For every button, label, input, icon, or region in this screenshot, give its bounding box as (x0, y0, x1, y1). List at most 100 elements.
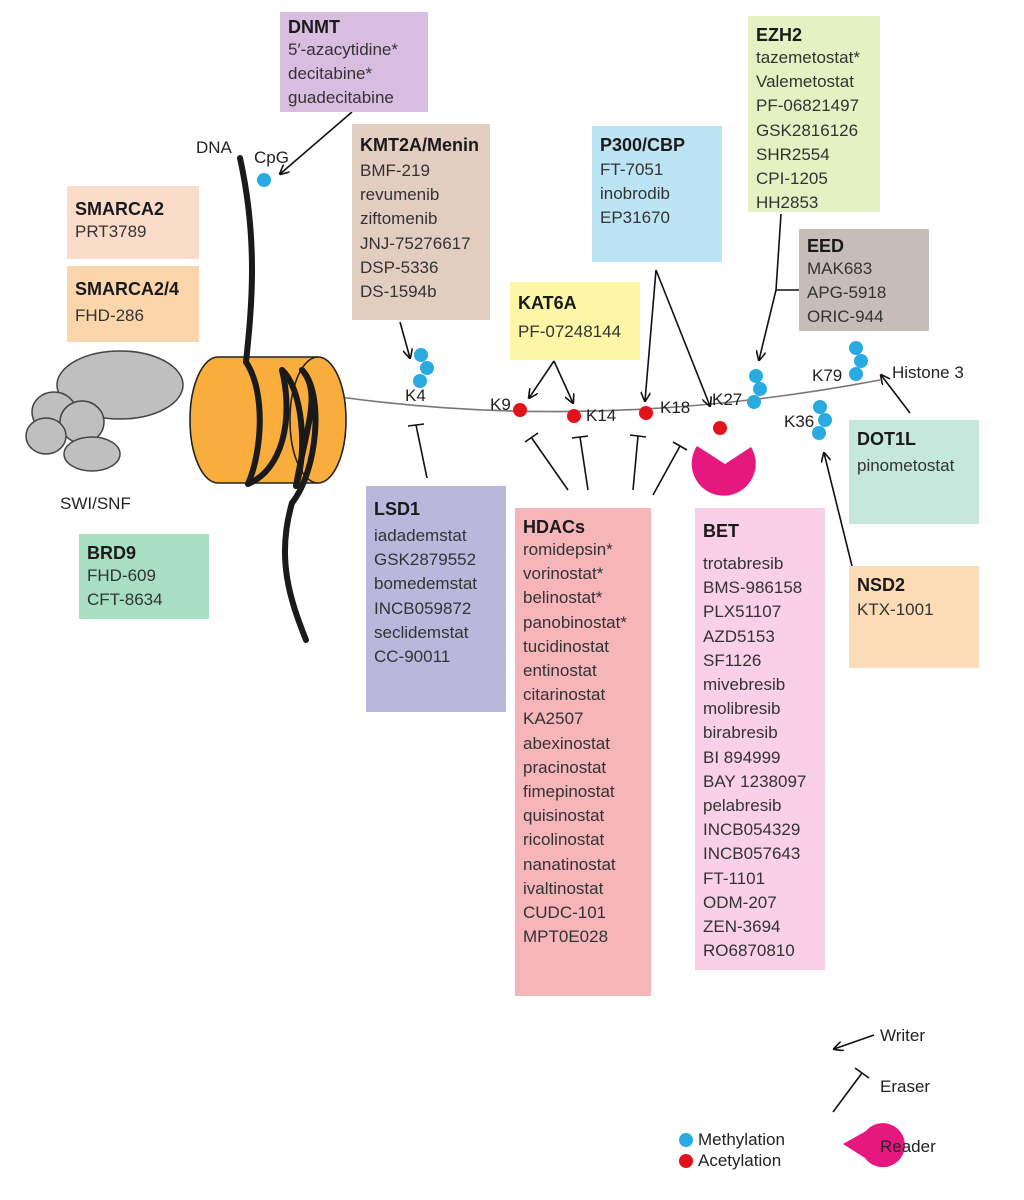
drug-item: ricolinostat (523, 830, 605, 850)
drug-item: pracinostat (523, 757, 607, 777)
drug-item: FHD-609 (87, 566, 156, 585)
dot1l-drug-list: pinometostat (857, 454, 971, 478)
drug-item: KTX-1001 (857, 600, 934, 619)
drug-item: Valemetostat (756, 72, 854, 92)
drug-item: ORIC-944 (807, 307, 884, 327)
drug-item: BMF-219 (360, 161, 430, 180)
drug-item: APG-5918 (807, 283, 887, 303)
drug-item: PLX51107 (703, 602, 782, 622)
legend-writer-label: Writer (880, 1026, 926, 1045)
kat6a-title: KAT6A (518, 293, 577, 313)
k9-label: K9 (490, 395, 511, 414)
brd9-title: BRD9 (87, 543, 137, 563)
k36-label: K36 (784, 412, 815, 431)
drug-item: BAY 1238097 (703, 771, 807, 791)
drug-item: BMS-986158 (703, 578, 803, 598)
drug-item: birabresib (703, 723, 778, 743)
drug-item: romidepsin* (523, 540, 613, 559)
drug-item: ODM-207 (703, 892, 777, 912)
drug-item: CFT-8634 (87, 590, 163, 610)
p300-title: P300/CBP (600, 135, 686, 155)
dna-label: DNA (196, 138, 232, 157)
drug-item: fimepinostat (523, 782, 615, 802)
drug-item: INCB057643 (703, 844, 801, 864)
smarca24-drug-list: FHD-286 (75, 304, 191, 328)
dot1l-title: DOT1L (857, 429, 917, 449)
drug-item: molibresib (703, 699, 781, 719)
drug-item: GSK2816126 (756, 120, 859, 140)
hdacs-box: HDACs romidepsin*vorinostat*belinostat*p… (515, 508, 651, 996)
drug-item: tazemetostat* (756, 48, 860, 67)
k4-label: K4 (405, 386, 426, 405)
k18-label: K18 (660, 398, 691, 417)
drug-item: INCB059872 (374, 598, 472, 618)
drug-item: ZEN-3694 (703, 917, 781, 937)
drug-item: guadecitabine (288, 88, 394, 108)
drug-item: FHD-286 (75, 306, 144, 325)
hdacs-drug-list: romidepsin*vorinostat*belinostat*panobin… (523, 538, 643, 949)
histone-tail (339, 379, 881, 413)
cpg-label: CpG (254, 148, 289, 167)
nsd2-title: NSD2 (857, 575, 906, 595)
drug-item: AZD5153 (703, 626, 775, 646)
drug-item: decitabine* (288, 64, 373, 84)
drug-item: SF1126 (703, 650, 762, 670)
drug-item: BI 894999 (703, 747, 781, 767)
smarca24-title: SMARCA2/4 (75, 279, 180, 299)
nsd2-box: NSD2 KTX-1001 (849, 566, 979, 668)
k79-label: K79 (812, 366, 843, 385)
kat6a-drug-list: PF-07248144 (518, 320, 632, 344)
drug-item: HH2853 (756, 193, 819, 213)
smarca2-title: SMARCA2 (75, 199, 165, 219)
legend-reader-icon (843, 1123, 905, 1168)
drug-item: PRT3789 (75, 222, 147, 241)
drug-item: tucidinostat (523, 636, 609, 656)
swisnf-label: SWI/SNF (60, 494, 131, 513)
smarca2-drug-list: PRT3789 (75, 220, 191, 244)
drug-item: mivebresib (703, 675, 786, 695)
legend-methylation-dot (679, 1133, 693, 1147)
drug-item: CUDC-101 (523, 903, 607, 923)
drug-item: MPT0E028 (523, 927, 609, 947)
nsd2-drug-list: KTX-1001 (857, 598, 971, 622)
drug-item: ziftomenib (360, 209, 438, 229)
drug-item: panobinostat* (523, 612, 627, 632)
drug-item: revumenib (360, 185, 440, 205)
legend-acetylation-dot (679, 1154, 693, 1168)
dna-strand (237, 155, 319, 643)
smarca2-box: SMARCA2 PRT3789 (67, 186, 199, 259)
drug-item: DSP-5336 (360, 257, 439, 277)
drug-item: pelabresib (703, 796, 782, 816)
legend-methylation-label: Methylation (698, 1130, 785, 1149)
drug-item: bomedemstat (374, 574, 477, 594)
drug-item: FT-1101 (703, 868, 766, 888)
dnmt-drug-list: 5′-azacytidine* decitabine* guadecitabine (288, 38, 420, 111)
drug-item: abexinostat (523, 733, 610, 753)
drug-item: JNJ-75276617 (360, 233, 471, 253)
drug-item: PF-06821497 (756, 96, 860, 116)
drug-item: EP31670 (600, 208, 670, 228)
hdacs-title: HDACs (523, 517, 586, 537)
legend-eraser-label: Eraser (880, 1077, 931, 1096)
drug-item: KA2507 (523, 709, 584, 729)
drug-item: citarinostat (523, 685, 606, 705)
legend-acetylation-label: Acetylation (698, 1151, 782, 1170)
drug-item: 5′-azacytidine* (288, 40, 398, 59)
drug-item: SHR2554 (756, 144, 830, 164)
bet-reader-shape (691, 446, 756, 496)
drug-item: MAK683 (807, 259, 873, 278)
drug-item: DS-1594b (360, 282, 437, 302)
